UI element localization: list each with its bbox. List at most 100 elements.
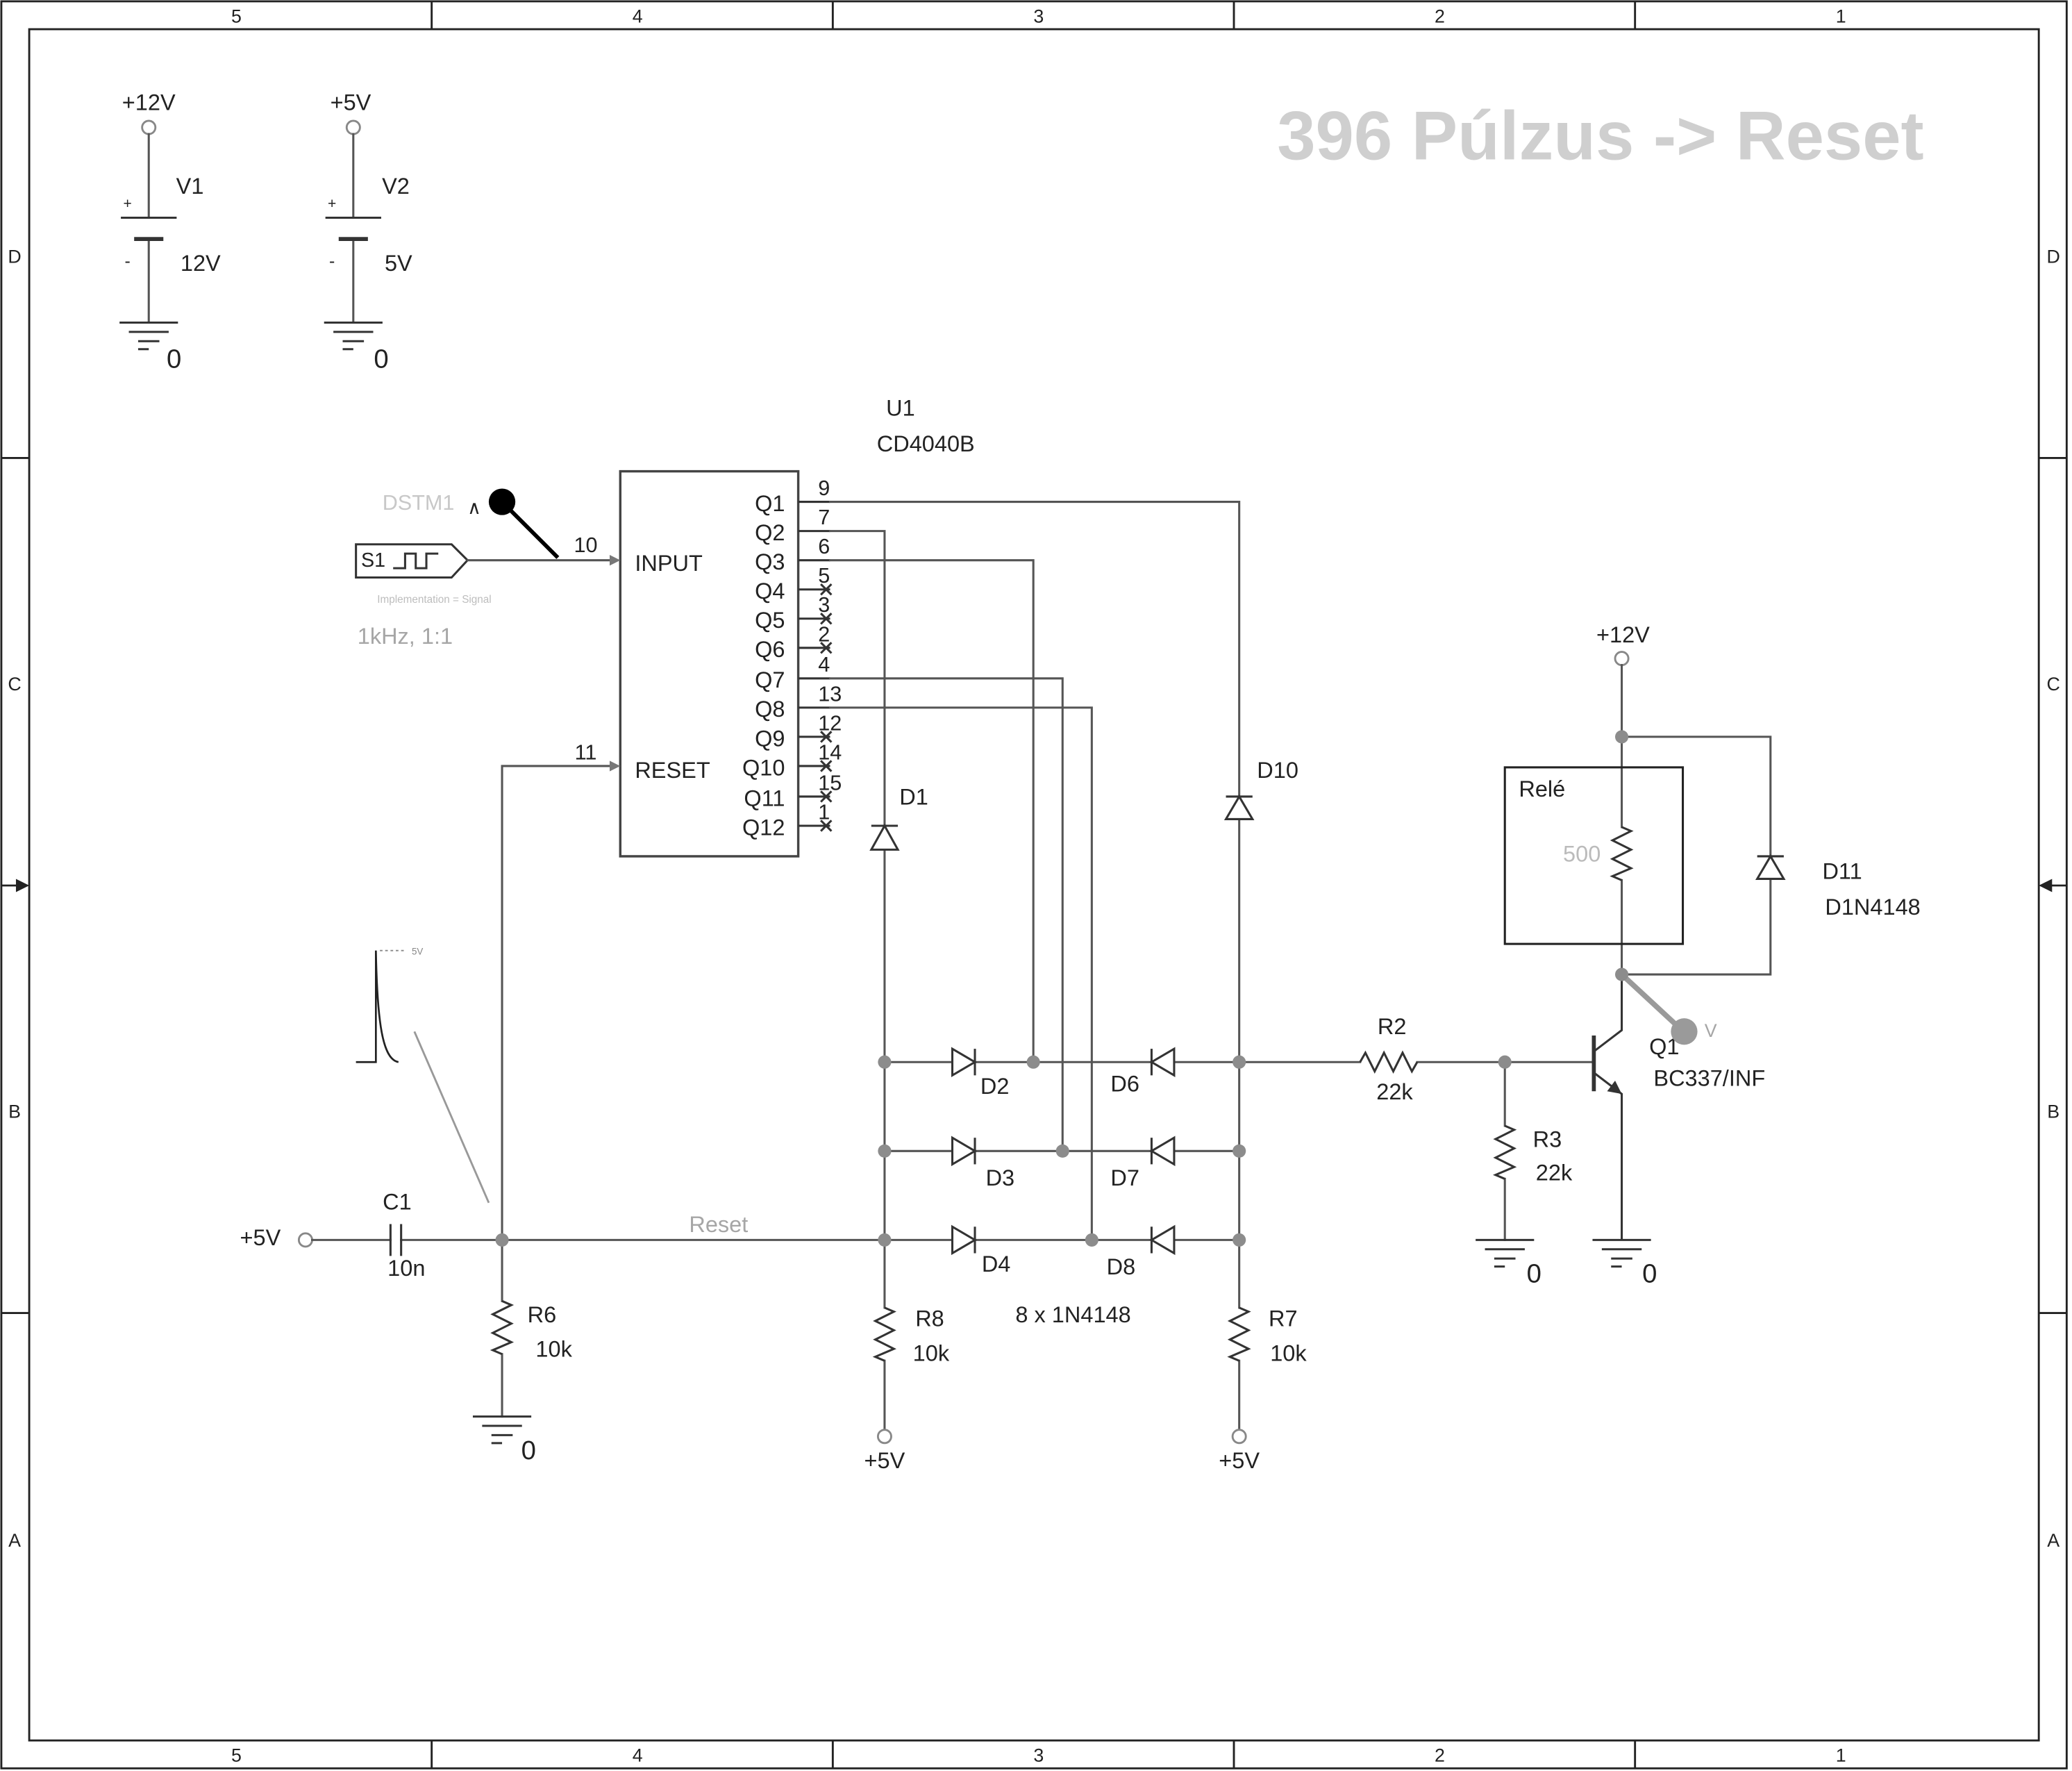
diode-d2: D2	[951, 1047, 1010, 1099]
source-value: 12V	[181, 251, 221, 276]
diode-ref: D7	[1110, 1165, 1139, 1190]
output-pin-label: Q5	[755, 608, 785, 633]
supply-terminal-icon	[1231, 1429, 1247, 1445]
output-pin-number: 15	[818, 771, 842, 795]
stimulus-implementation: Implementation = Signal	[377, 594, 491, 606]
ground-icon	[324, 321, 383, 351]
resistor-value: 10k	[913, 1340, 950, 1365]
resistor-ref: R6	[528, 1302, 557, 1327]
resistor-value: 10k	[1270, 1340, 1307, 1365]
stimulus-ref: S1	[361, 549, 385, 572]
diode-d8: D8	[1107, 1224, 1176, 1279]
column-label-bottom: 5	[231, 1745, 242, 1766]
column-label-top: 3	[1033, 6, 1044, 27]
column-label-bottom: 3	[1033, 1745, 1044, 1766]
output-pin-number: 13	[818, 682, 842, 706]
relay: +12V Relé 500	[1503, 622, 1685, 976]
voltage-probe: V	[1619, 972, 1717, 1045]
diode-d1: D1	[869, 784, 928, 851]
supply-label: +5V	[331, 90, 371, 115]
capacitor-c1	[389, 1224, 403, 1256]
resistor-ref: R2	[1378, 1014, 1407, 1039]
input-pin-number: 10	[574, 533, 598, 557]
ground-label: 0	[1642, 1259, 1657, 1289]
frame-row-labels: D C B A D C B A	[8, 246, 2060, 1550]
output-pin-label: Q1	[755, 491, 785, 516]
capacitor-value: 10n	[387, 1256, 425, 1281]
reset-pin-number: 11	[575, 740, 597, 764]
counter-u1: U1 CD4040B INPUT RESET 10 11 Q1 Q2 Q3 Q4…	[574, 395, 975, 858]
ic-part: CD4040B	[877, 431, 975, 456]
emitter-arrow-icon	[1607, 1080, 1622, 1095]
reset-pulse-waveform: 5V	[356, 946, 490, 1204]
output-pin-number: 4	[818, 653, 830, 676]
resistor-r2: R2 22k	[1359, 1014, 1419, 1104]
output-pin-label: Q12	[742, 815, 785, 840]
output-pin-label: Q3	[755, 549, 785, 574]
supply-label: +5V	[864, 1448, 905, 1473]
source-v2: +5V V2 5V + - 0	[324, 90, 412, 374]
schematic-title: 396 Púlzus -> Reset	[1277, 97, 1923, 174]
column-label-top: 1	[1836, 6, 1846, 27]
column-label-top: 4	[633, 6, 643, 27]
resistor-r3: R3 22k 0	[1476, 1061, 1573, 1289]
row-label-right: B	[2047, 1101, 2060, 1122]
output-pin-number: 14	[818, 740, 842, 764]
resistor-value: 22k	[1376, 1079, 1413, 1104]
ground-icon	[1592, 1238, 1651, 1268]
supply-label: +12V	[122, 90, 176, 115]
diode-ref: D11	[1822, 858, 1862, 883]
row-label-right: C	[2047, 674, 2060, 695]
diode-d6: D6	[1110, 1047, 1176, 1096]
minus-sign: -	[124, 252, 130, 271]
diode-ref: D3	[986, 1165, 1015, 1190]
source-ref: V2	[382, 174, 410, 199]
resistor-ref: R7	[1269, 1306, 1298, 1331]
diode-ref: D10	[1257, 758, 1298, 783]
relay-label: Relé	[1519, 776, 1565, 801]
reset-network: +5V C1 10n Reset R6 10k 0 5V	[240, 760, 954, 1465]
supply-terminal-icon	[876, 1429, 892, 1445]
supply-label: +12V	[1596, 622, 1650, 647]
diode-d3: D3	[951, 1136, 1015, 1190]
voltage-probe-icon	[1671, 1018, 1698, 1045]
output-pin-label: Q2	[755, 520, 785, 545]
ic-body	[619, 469, 800, 858]
diode-part: D1N4148	[1825, 895, 1920, 920]
row-label-right: D	[2047, 246, 2060, 267]
supply-terminal-icon	[297, 1232, 313, 1248]
frame-arrow-left-icon	[15, 879, 30, 892]
ground-label: 0	[374, 344, 388, 374]
probe-mark: ∧	[467, 497, 481, 518]
waveform-level: 5V	[412, 946, 423, 956]
ground-icon	[1476, 1238, 1535, 1268]
ground-icon	[119, 321, 178, 351]
stimulus-name: DSTM1	[383, 491, 455, 515]
row-label-right: A	[2047, 1530, 2060, 1551]
plus-sign: +	[328, 196, 336, 212]
reset-pin-label: RESET	[635, 758, 710, 783]
source-value: 5V	[385, 251, 412, 276]
output-pin-number: 5	[818, 564, 830, 588]
diode-ref: D6	[1110, 1071, 1139, 1096]
resistor-r6	[490, 1299, 515, 1356]
row-label-left: C	[8, 674, 21, 695]
ground-label: 0	[167, 344, 181, 374]
relay-box	[1503, 766, 1685, 945]
diode-d4: D4	[951, 1224, 1011, 1277]
supply-terminal-icon	[141, 119, 157, 135]
frame-column-labels: 5 4 3 2 1 5 4 3 2 1	[231, 6, 1846, 1766]
minus-sign: -	[329, 252, 335, 271]
supply-label: +5V	[1219, 1448, 1260, 1473]
capacitor-ref: C1	[383, 1189, 412, 1214]
diode-ref: D4	[982, 1252, 1011, 1277]
supply-terminal-icon	[1614, 651, 1630, 667]
diode-d11: D11 D1N4148	[1621, 735, 1921, 976]
output-pin-number: 12	[818, 711, 842, 735]
column-label-top: 2	[1435, 6, 1445, 27]
output-pin-label: Q9	[755, 726, 785, 751]
reset-net-label: Reset	[689, 1212, 748, 1237]
diode-ref: D2	[980, 1074, 1010, 1099]
ic-ref: U1	[886, 395, 915, 420]
